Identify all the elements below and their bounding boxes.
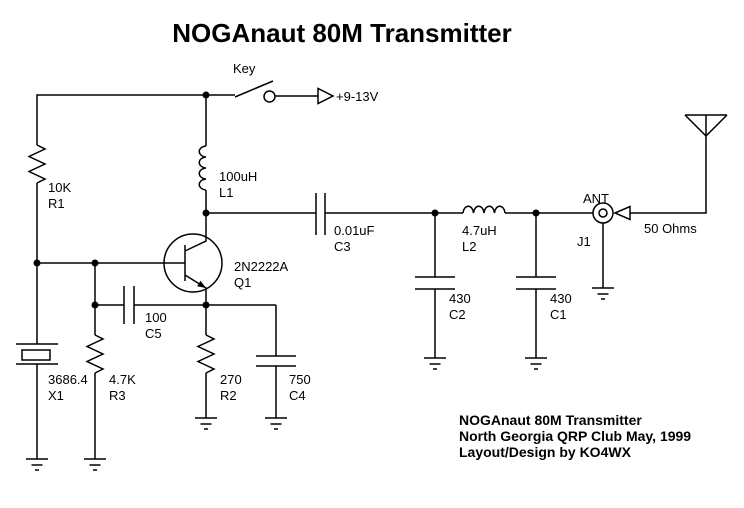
inductor-icon xyxy=(462,205,506,214)
key-label: Key xyxy=(233,61,256,76)
c3-value-label: 0.01uF xyxy=(334,223,375,238)
footer-line-3: Layout/Design by KO4WX xyxy=(459,444,632,460)
wire-collector xyxy=(184,213,207,252)
impedance-label: 50 Ohms xyxy=(644,221,697,236)
c1-value-label: 430 xyxy=(550,291,572,306)
power-arrow-icon xyxy=(317,87,335,105)
l1-ref-label: L1 xyxy=(219,185,233,200)
ground-icon xyxy=(194,417,218,430)
ground-icon xyxy=(83,458,107,471)
resistor-icon xyxy=(196,334,216,374)
component-c5: 100 C5 xyxy=(95,286,276,341)
c2-value-label: 430 xyxy=(449,291,471,306)
footer-block: NOGAnaut 80M Transmitter North Georgia Q… xyxy=(459,412,691,460)
ground-icon xyxy=(524,357,548,370)
r2-value-label: 270 xyxy=(220,372,242,387)
c4-ref-label: C4 xyxy=(289,388,306,403)
antenna-icon-left-leg xyxy=(684,114,707,137)
ground-icon xyxy=(423,357,447,370)
footer-line-2: North Georgia QRP Club May, 1999 xyxy=(459,428,691,444)
footer-line-1: NOGAnaut 80M Transmitter xyxy=(459,412,642,428)
r2-ref-label: R2 xyxy=(220,388,237,403)
coax-jack-center-pin xyxy=(598,208,608,218)
component-c3: 0.01uF C3 xyxy=(206,193,463,254)
page-title: NOGAnaut 80M Transmitter xyxy=(172,18,512,48)
supply-voltage-label: +9-13V xyxy=(336,89,379,104)
component-r2: 270 R2 xyxy=(194,305,242,430)
wire-feedline xyxy=(630,115,707,214)
resistor-icon xyxy=(85,334,105,374)
component-c4: 750 C4 xyxy=(256,305,311,430)
component-c2: 430 C2 xyxy=(415,213,471,370)
ground-icon xyxy=(591,287,615,300)
switch-contact-icon xyxy=(263,90,276,103)
component-l1: 100uH L1 xyxy=(198,95,257,217)
r3-ref-label: R3 xyxy=(109,388,126,403)
c5-value-label: 100 xyxy=(145,310,167,325)
schematic-graphics: Key +9-13V 10K R1 100uH L1 xyxy=(16,61,728,471)
r1-value-label: 10K xyxy=(48,180,71,195)
x1-value-label: 3686.4 xyxy=(48,372,88,387)
emitter-arrow-icon xyxy=(197,280,206,288)
c5-ref-label: C5 xyxy=(145,326,162,341)
resistor-icon xyxy=(27,144,47,184)
component-r3: 4.7K R3 xyxy=(83,263,136,471)
key-switch-icon xyxy=(234,80,274,98)
antenna-branch: 50 Ohms xyxy=(613,114,728,236)
c4-value-label: 750 xyxy=(289,372,311,387)
component-r1: 10K R1 xyxy=(27,144,71,263)
c3-ref-label: C3 xyxy=(334,239,351,254)
ground-icon xyxy=(264,417,288,430)
q1-value-label: 2N2222A xyxy=(234,259,289,274)
c2-ref-label: C2 xyxy=(449,307,466,322)
component-q1: 2N2222A Q1 xyxy=(33,213,289,309)
wire-top-rail xyxy=(36,94,235,145)
r1-ref-label: R1 xyxy=(48,196,65,211)
signal-arrow-icon xyxy=(613,205,631,221)
ground-icon xyxy=(25,458,49,471)
supply-rail: Key +9-13V xyxy=(36,61,379,145)
j1-ref-label: J1 xyxy=(577,234,591,249)
component-j1: ANT J1 xyxy=(577,191,615,300)
l2-ref-label: L2 xyxy=(462,239,476,254)
x1-ref-label: X1 xyxy=(48,388,64,403)
l1-value-label: 100uH xyxy=(219,169,257,184)
component-c1: 430 C1 xyxy=(516,213,572,370)
q1-ref-label: Q1 xyxy=(234,275,251,290)
component-x1: 3686.4 X1 xyxy=(16,263,88,471)
l2-value-label: 4.7uH xyxy=(462,223,497,238)
j1-ant-label: ANT xyxy=(583,191,609,206)
antenna-icon-right-leg xyxy=(705,114,728,137)
inductor-icon xyxy=(198,145,207,191)
c1-ref-label: C1 xyxy=(550,307,567,322)
r3-value-label: 4.7K xyxy=(109,372,136,387)
crystal-icon xyxy=(21,349,51,361)
